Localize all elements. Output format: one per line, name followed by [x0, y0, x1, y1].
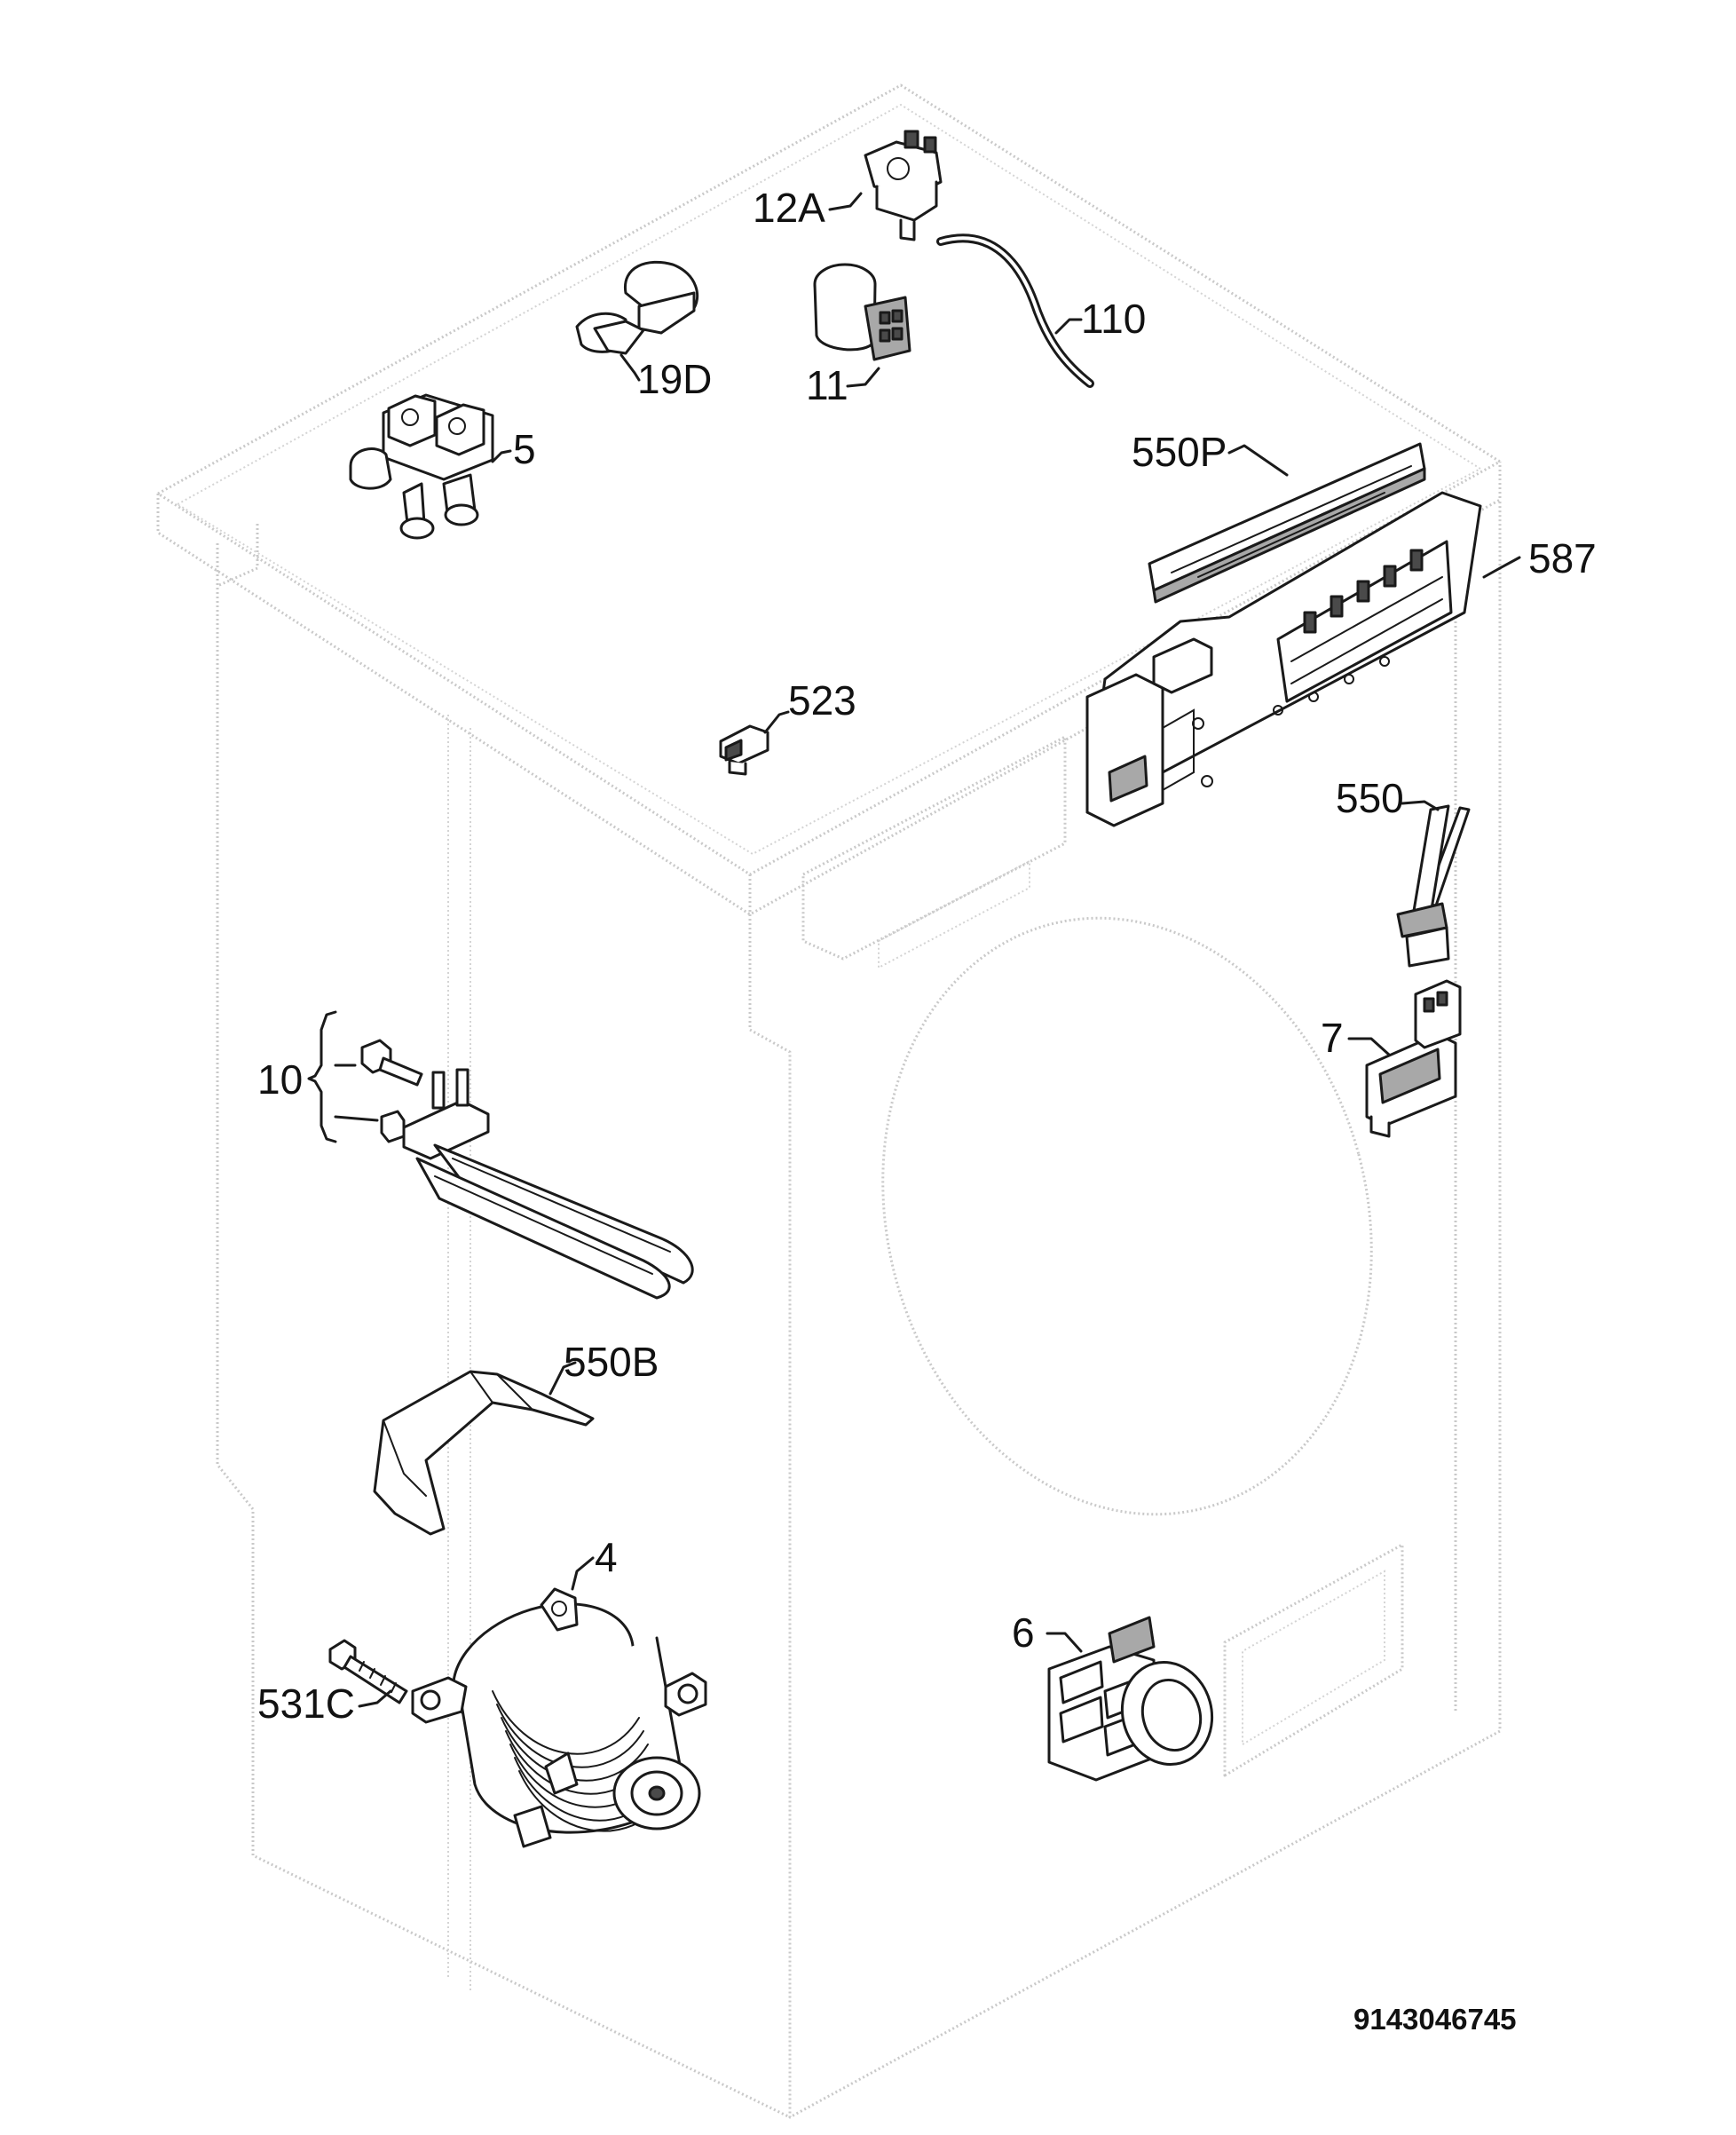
label-587: 587 [1528, 535, 1597, 581]
label-523: 523 [788, 677, 856, 724]
part-10-heating-element: 10 [257, 1010, 694, 1300]
label-110: 110 [1081, 296, 1146, 342]
label-19D: 19D [637, 356, 712, 402]
label-531C: 531C [257, 1680, 355, 1727]
part-531C-screw: 531C [257, 1639, 408, 1727]
part-6-drain-pump: 6 [1012, 1609, 1214, 1782]
part-550B-cable-cover: 550B [373, 1339, 659, 1536]
label-550: 550 [1336, 775, 1404, 821]
part-19D-cable-clamp: 19D [575, 260, 712, 402]
label-6: 6 [1012, 1609, 1035, 1656]
document-number: 9143046745 [1353, 2003, 1517, 2036]
label-12A: 12A [753, 185, 825, 231]
part-12A-pressure-switch: 12A [753, 130, 943, 241]
label-550B: 550B [564, 1339, 659, 1385]
part-11-interference-suppressor: 11 [806, 263, 911, 408]
label-550P: 550P [1132, 429, 1227, 475]
label-10: 10 [257, 1056, 303, 1103]
part-523-small-sensor: 523 [719, 677, 856, 776]
part-5-inlet-valve: 5 [349, 393, 536, 540]
part-7-door-interlock: 7 [1321, 979, 1462, 1138]
heater-bolt [360, 1039, 423, 1087]
label-11: 11 [806, 362, 848, 408]
label-7: 7 [1321, 1015, 1344, 1061]
part-587-electronic-control-board: 587 [1085, 491, 1597, 827]
heater-nut [380, 1110, 406, 1143]
part-550P-display-cover: 550P [1132, 429, 1426, 604]
part-4-motor: 4 [411, 1534, 707, 1848]
part-110-pressure-hose: 110 [936, 233, 1146, 388]
label-4: 4 [595, 1534, 618, 1580]
machine-cabinet-outline [156, 83, 1502, 2119]
label-5: 5 [513, 426, 536, 472]
part-550-wiring-harness: 550 [1336, 775, 1471, 968]
